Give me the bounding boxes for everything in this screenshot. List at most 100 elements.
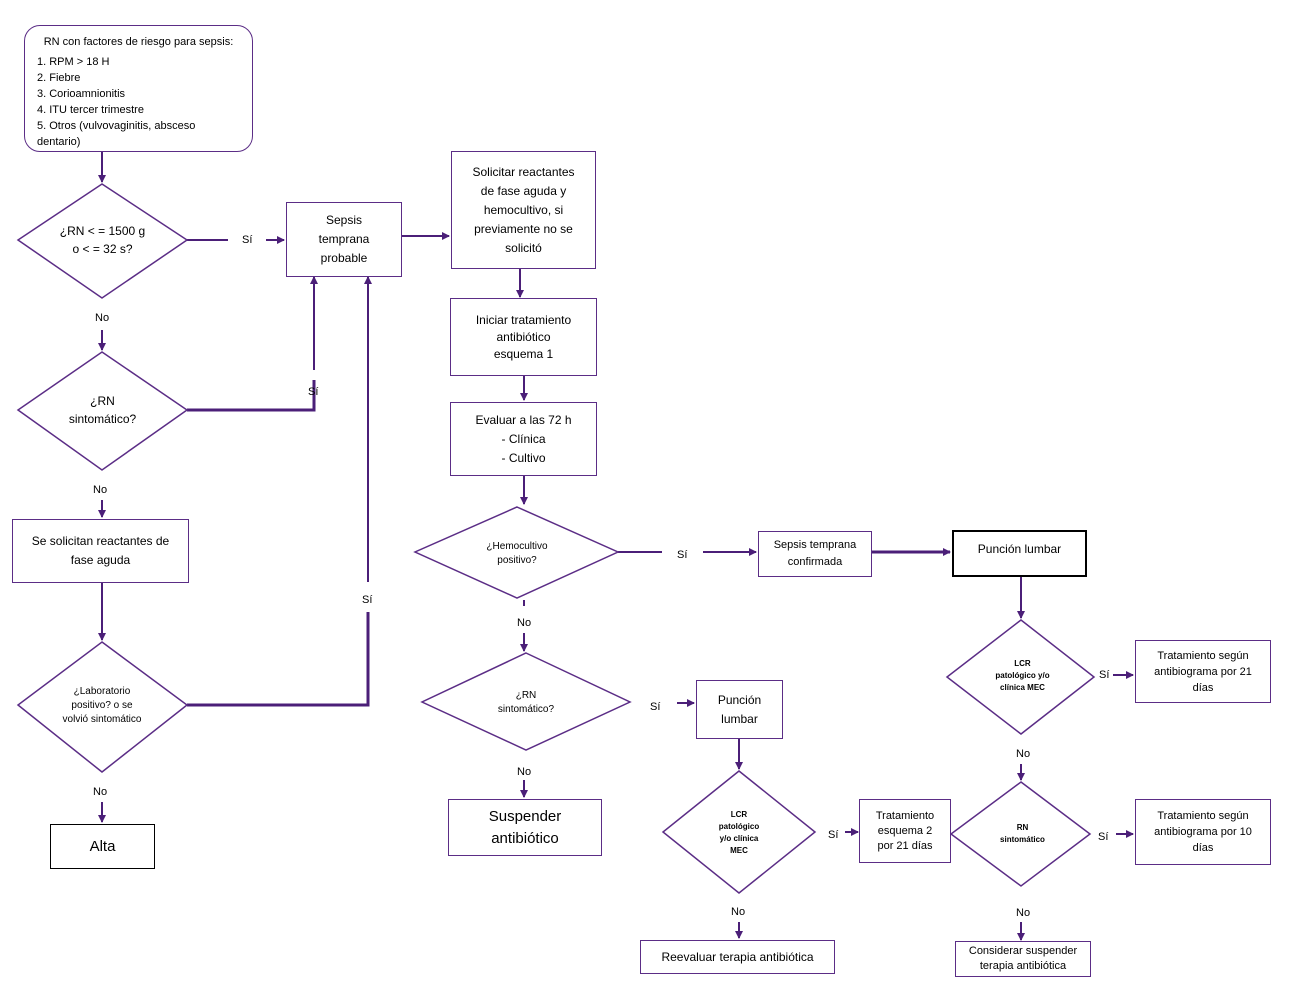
- antibiogram-10-box: Tratamiento según antibiograma por 10 dí…: [1135, 799, 1271, 865]
- symptomatic-decision-text-1: ¿RN sintomático?: [40, 388, 165, 432]
- lab-decision-diamond: [16, 641, 189, 773]
- lcr-decision-diamond-1: [945, 619, 1096, 735]
- box-line: Solicitar reactantes: [472, 164, 575, 179]
- box-line: Tratamiento: [875, 809, 935, 822]
- yes-label: Sí: [308, 386, 319, 398]
- decision-line: sintomático?: [497, 704, 555, 715]
- symptomatic-decision-diamond-2: [420, 652, 632, 751]
- box-line: de fase aguda y: [480, 183, 567, 198]
- sepsis-probable-box: Sepsis temprana probable: [286, 202, 402, 277]
- decision-line: LCR: [730, 810, 748, 819]
- antibiogram-21-box: Tratamiento según antibiograma por 21 dí…: [1135, 640, 1271, 703]
- box-line: solicitó: [505, 240, 542, 255]
- symptomatic-decision-diamond-1: [16, 351, 189, 471]
- box-line: Sepsis: [325, 213, 363, 227]
- box-line: Evaluar a las 72 h: [475, 412, 572, 427]
- no-label: No: [1016, 748, 1031, 760]
- weight-decision-diamond: [16, 183, 189, 299]
- decision-line: ¿RN < = 1500 g: [59, 224, 146, 238]
- lcr-decision-diamond-2: [661, 770, 817, 894]
- risk-factor-item: 2. Fiebre: [37, 72, 81, 84]
- box-line: días: [1192, 681, 1214, 694]
- no-label: No: [93, 484, 108, 496]
- no-label: No: [517, 617, 532, 629]
- lumbar-puncture-box-1: Punción lumbar: [952, 530, 1087, 577]
- box-line: previamente no se: [474, 221, 573, 236]
- box-line: confirmada: [787, 556, 843, 568]
- decision-line: sintomático: [1000, 835, 1045, 844]
- request-tests-box: Solicitar reactantes de fase aguda y hem…: [451, 151, 596, 269]
- decision-line: volvió sintomático: [62, 714, 142, 725]
- no-label: No: [95, 312, 110, 324]
- decision-line: ¿RN: [90, 394, 115, 408]
- box-line: lumbar: [721, 711, 758, 726]
- risk-factor-item: 5. Otros (vulvovaginitis, absceso dentar…: [37, 120, 196, 148]
- lcr-decision-text-2: LCR patológico y/o clínica MEC: [699, 808, 779, 858]
- no-label: No: [1016, 907, 1031, 919]
- box-line: días: [1192, 842, 1214, 854]
- yes-label: Sí: [650, 701, 661, 713]
- decision-line: patológico: [718, 822, 760, 831]
- decision-line: positivo? o se: [71, 700, 133, 711]
- box-line: antibiótico: [496, 329, 551, 344]
- box-line: hemocultivo, si: [483, 202, 564, 217]
- hemoculture-decision-diamond: [413, 506, 620, 599]
- decision-line: ¿Hemocultivo: [486, 541, 548, 552]
- lumbar-puncture-box-2: Punción lumbar: [696, 680, 783, 739]
- box-line: temprana: [318, 232, 370, 246]
- connector: [187, 380, 316, 412]
- risk-factor-item: 1. RPM > 18 H: [37, 56, 110, 68]
- box-line: terapia antibiótica: [979, 960, 1067, 972]
- box-line: - Clínica: [501, 431, 546, 446]
- yes-label: Sí: [1098, 831, 1109, 843]
- box-line: por 21 días: [877, 839, 933, 852]
- decision-line: ¿RN: [515, 690, 537, 701]
- no-label: No: [517, 766, 532, 778]
- box-line: esquema 1: [493, 346, 554, 361]
- box-line: Considerar suspender: [968, 945, 1078, 957]
- decision-line: y/o clínica: [719, 834, 759, 843]
- decision-line: RN: [1016, 823, 1029, 832]
- symptomatic-decision-text-3: RN sintomático: [980, 820, 1065, 848]
- box-line: antibiograma por 21: [1154, 665, 1252, 678]
- no-label: No: [731, 906, 746, 918]
- sepsis-confirmed-box: Sepsis temprana confirmada: [758, 531, 872, 577]
- decision-line: patológico y/o: [995, 671, 1050, 680]
- decision-line: positivo?: [497, 555, 537, 566]
- yes-label: Sí: [828, 829, 839, 841]
- decision-line: clínica MEC: [1000, 683, 1045, 692]
- box-line: Se solicitan reactantes de: [31, 534, 170, 548]
- box-line: Suspender: [488, 807, 562, 825]
- scheme2-box: Tratamiento esquema 2 por 21 días: [859, 799, 951, 863]
- decision-line: MEC: [730, 846, 748, 855]
- reactants-box: Se solicitan reactantes de fase aguda: [12, 519, 189, 583]
- box-line: Punción: [717, 692, 762, 707]
- suspend-antibiotic-box: Suspender antibiótico: [448, 799, 602, 856]
- box-line: antibiótico: [491, 829, 559, 847]
- decision-line: LCR: [1014, 659, 1031, 668]
- consider-suspend-box: Considerar suspender terapia antibiótica: [955, 941, 1091, 977]
- box-line: esquema 2: [877, 824, 933, 837]
- box-line: - Cultivo: [501, 450, 546, 465]
- decision-line: ¿Laboratorio: [73, 686, 131, 697]
- yes-label: Sí: [1099, 669, 1110, 681]
- symptomatic-decision-diamond-3: [949, 781, 1092, 887]
- yes-label: Sí: [242, 234, 253, 246]
- connector: [187, 612, 370, 707]
- discharge-box: Alta: [50, 824, 155, 869]
- lcr-decision-text-1: LCR patológico y/o clínica MEC: [975, 655, 1070, 697]
- symptomatic-decision-text-2: ¿RN sintomático?: [466, 686, 586, 720]
- risk-factors-title: RN con factores de riesgo para sepsis:: [43, 36, 234, 48]
- risk-factor-item: 3. Corioamnionitis: [37, 88, 126, 100]
- box-line: antibiograma por 10: [1154, 826, 1252, 838]
- reevaluate-box: Reevaluar terapia antibiótica: [640, 940, 835, 974]
- no-label: No: [93, 786, 108, 798]
- box-line: Iniciar tratamiento: [475, 312, 572, 327]
- risk-factor-item: 4. ITU tercer trimestre: [37, 104, 144, 116]
- box-line: Alta: [89, 837, 116, 855]
- box-line: fase aguda: [70, 553, 131, 567]
- decision-line: o < = 32 s?: [72, 242, 133, 256]
- box-line: probable: [320, 251, 368, 265]
- evaluate-box: Evaluar a las 72 h - Clínica - Cultivo: [450, 402, 597, 476]
